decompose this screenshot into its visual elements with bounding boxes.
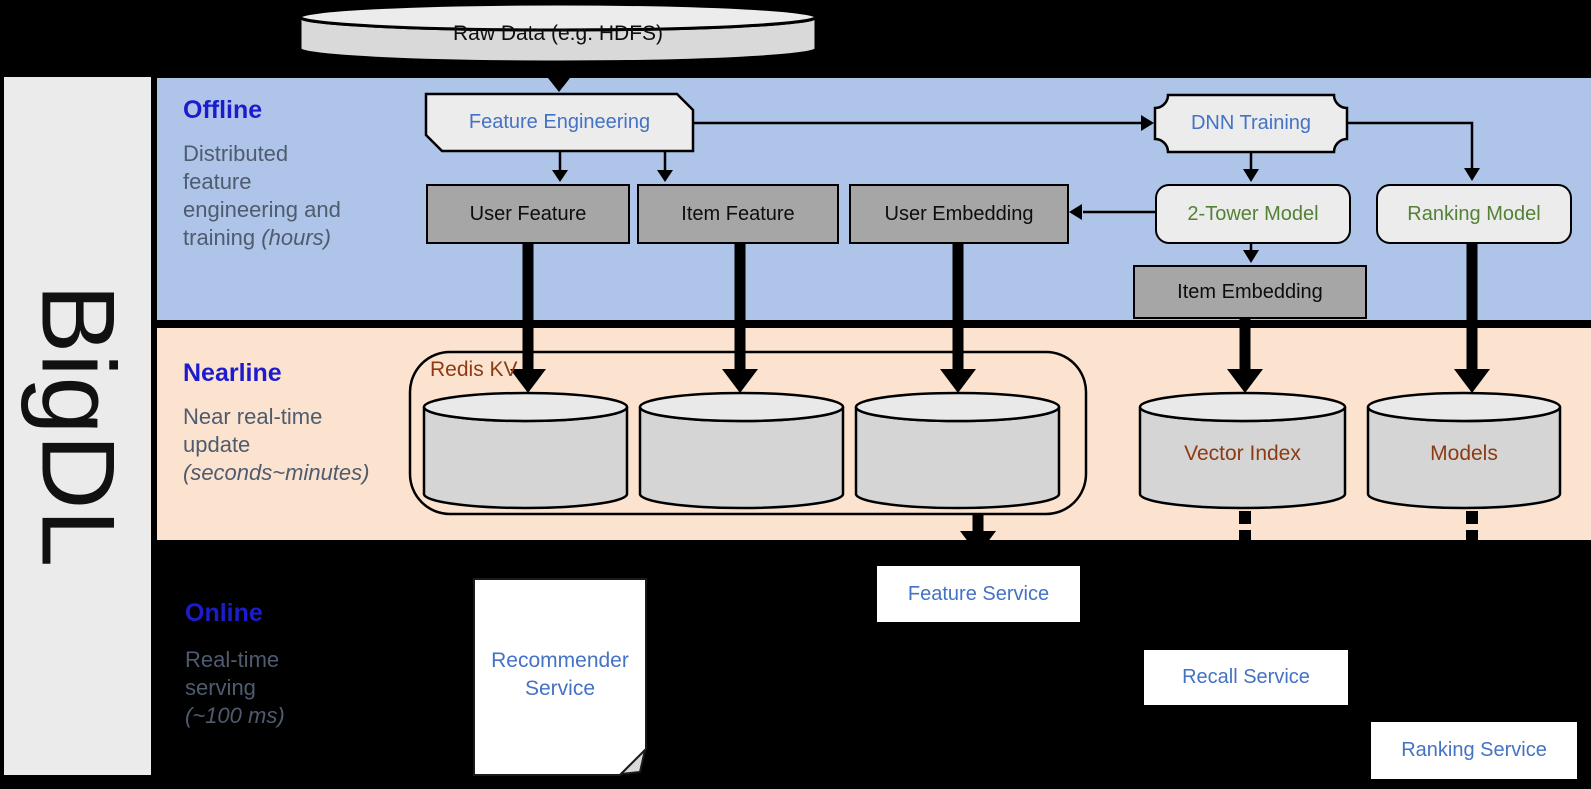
models-label: Models [1430,442,1498,465]
bigdl-label: BigDL [19,284,136,568]
item-embedding-box: Item Embedding [1133,265,1367,319]
arrow-rawdata-to-fe [548,63,570,92]
two-tower-model-box: 2-Tower Model [1155,184,1351,244]
raw-data-cylinder [298,2,818,64]
arrow-twotower-to-userembedding [1069,204,1155,220]
online-title: Online [185,599,263,627]
dashed-link-models [1466,511,1478,542]
nearline-title: Nearline [183,359,282,387]
offline-subtitle: Distributed feature engineering and trai… [183,141,341,250]
arrow-fe-to-itemfeature [657,152,673,182]
vector-index-label: Vector Index [1184,442,1301,465]
recommender-service-label: Recommender Service [491,648,629,700]
user-embedding-box: User Embedding [849,184,1069,244]
arrow-dnn-to-rankingmodel [1347,121,1480,181]
redis-kv-label: Redis KV [430,358,518,381]
nearline-subtitle: Near real-time update (seconds~minutes) [183,404,370,485]
item-feature-box: Item Feature [637,184,839,244]
redis-cylinder-1 [422,391,629,510]
arrow-itemfeature-to-redis [722,239,758,393]
feature-engineering-label: Feature Engineering [468,111,651,133]
redis-cylinder-2 [638,391,845,510]
vector-index-cylinder [1138,391,1347,510]
ranking-service-box: Ranking Service [1371,722,1577,779]
feature-engineering-shape [424,92,695,153]
recall-service-box: Recall Service [1144,650,1348,705]
dnn-training-shape [1153,93,1349,154]
arrow-itemembedding-to-vectorindex [1227,314,1263,393]
dnn-training-label: DNN Training [1190,112,1312,134]
arrow-userembedding-to-redis [940,239,976,393]
arrow-rankingmodel-to-models [1454,239,1490,393]
ranking-model-box: Ranking Model [1376,184,1572,244]
arrow-redis-to-featureservice [960,514,996,555]
arrow-dnn-to-twotower [1243,152,1259,182]
bigdl-sidebar: BigDL [4,77,151,775]
arrow-userfeature-to-redis [510,239,546,393]
dashed-link-vectorindex [1239,511,1251,542]
arrow-fe-to-userfeature [552,152,568,182]
redis-kv-container [408,350,1088,516]
user-feature-box: User Feature [426,184,630,244]
online-subtitle: Real-time serving (~100 ms) [185,647,285,728]
models-cylinder [1366,391,1562,510]
arrow-fe-to-dnn [693,115,1154,131]
redis-cylinder-3 [854,391,1061,510]
offline-title: Offline [183,96,263,124]
raw-data-label: Raw Data (e.g. HDFS) [452,22,664,45]
feature-service-box: Feature Service [877,566,1080,622]
recommender-document-shape [473,578,647,776]
